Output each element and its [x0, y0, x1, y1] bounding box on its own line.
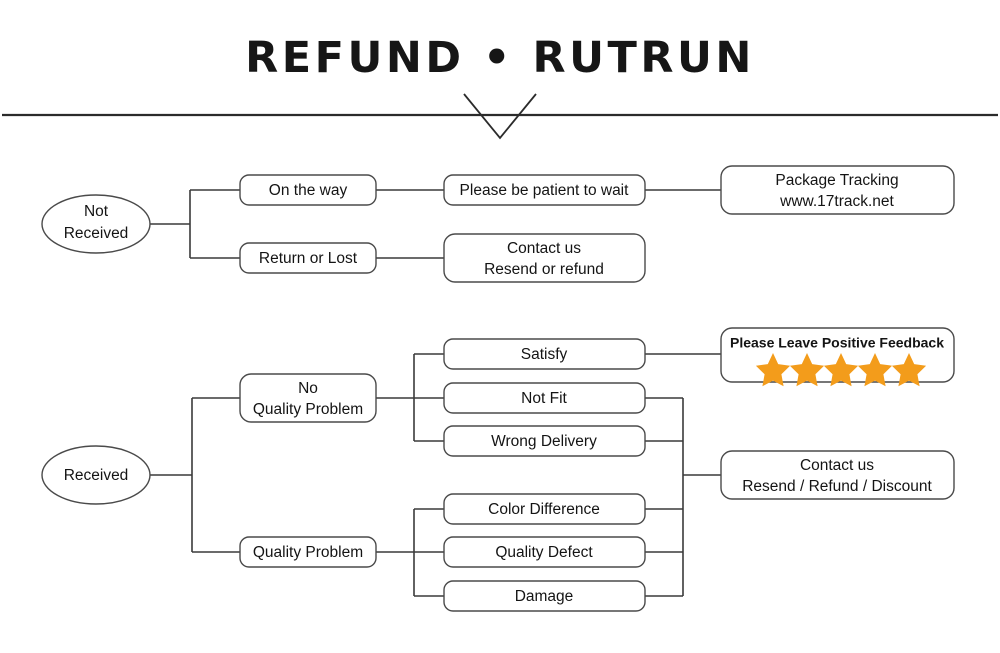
- node-contact-us-resend-refund-discount[interactable]: Contact us Resend / Refund / Discount: [720, 450, 955, 500]
- not-fit-box: [443, 382, 646, 414]
- positive-feedback-label: Please Leave Positive Feedback: [730, 335, 944, 351]
- damage-label: Damage: [515, 588, 574, 605]
- no-quality-problem-label-line2: Quality Problem: [253, 401, 363, 418]
- node-damage[interactable]: Damage: [443, 580, 646, 612]
- on-the-way-box: [239, 174, 377, 206]
- star-icon[interactable]: [755, 353, 791, 387]
- node-contact-us-resend-refund[interactable]: Contact us Resend or refund: [443, 233, 646, 283]
- star-icon[interactable]: [789, 353, 825, 387]
- not-fit-label: Not Fit: [521, 390, 567, 407]
- node-package-tracking[interactable]: Package Tracking www.17track.net: [720, 165, 955, 215]
- contact-us-label-line2: Resend or refund: [484, 261, 604, 278]
- node-not-received[interactable]: Not Received: [41, 194, 151, 254]
- node-please-be-patient[interactable]: Please be patient to wait: [443, 174, 646, 206]
- package-tracking-box: [720, 165, 955, 215]
- star-icon-4[interactable]: [857, 353, 893, 387]
- satisfy-label: Satisfy: [521, 346, 568, 363]
- color-difference-label: Color Difference: [488, 501, 600, 518]
- chevron-down-icon: [463, 93, 537, 140]
- not-received-label-line2: Received: [64, 225, 129, 242]
- node-not-fit[interactable]: Not Fit: [443, 382, 646, 414]
- color-difference-box: [443, 493, 646, 525]
- received-label: Received: [64, 467, 129, 484]
- quality-defect-box: [443, 536, 646, 568]
- not-received-label-line1: Not: [84, 203, 109, 220]
- received-ellipse: [41, 445, 151, 505]
- contact-us-discount-label-line2: Resend / Refund / Discount: [742, 478, 932, 495]
- quality-defect-label: Quality Defect: [495, 544, 593, 561]
- package-tracking-label-line1: Package Tracking: [775, 172, 898, 189]
- connectors-issues-to-contact: [645, 397, 721, 597]
- star-icon-3[interactable]: [823, 353, 859, 387]
- no-quality-problem-label-line1: No: [298, 380, 318, 397]
- star-icon-1[interactable]: [755, 353, 791, 387]
- wrong-delivery-label: Wrong Delivery: [491, 433, 597, 450]
- star-icon-2[interactable]: [789, 353, 825, 387]
- quality-problem-label: Quality Problem: [253, 544, 363, 561]
- contact-us-label-line1: Contact us: [507, 240, 581, 257]
- quality-problem-box: [239, 536, 377, 568]
- node-received[interactable]: Received: [41, 445, 151, 505]
- on-the-way-label: On the way: [269, 182, 348, 199]
- node-quality-defect[interactable]: Quality Defect: [443, 536, 646, 568]
- please-be-patient-box: [443, 174, 646, 206]
- satisfy-box: [443, 338, 646, 370]
- damage-box: [443, 580, 646, 612]
- node-wrong-delivery[interactable]: Wrong Delivery: [443, 425, 646, 457]
- contact-us-discount-box: [720, 450, 955, 500]
- no-quality-problem-box: [239, 373, 377, 423]
- star-icon-5[interactable]: [891, 353, 927, 387]
- connectors-received-root: [150, 397, 240, 553]
- node-color-difference[interactable]: Color Difference: [443, 493, 646, 525]
- connectors-quality-problem: [376, 508, 444, 597]
- node-satisfy[interactable]: Satisfy: [443, 338, 646, 370]
- connectors-not-received: [150, 189, 721, 259]
- node-on-the-way[interactable]: On the way: [239, 174, 377, 206]
- node-positive-feedback[interactable]: Please Leave Positive Feedback: [720, 327, 955, 387]
- return-or-lost-label: Return or Lost: [259, 250, 358, 267]
- not-received-ellipse: [41, 194, 151, 254]
- contact-us-resend-refund-box: [443, 233, 646, 283]
- node-no-quality-problem[interactable]: No Quality Problem: [239, 373, 377, 423]
- star-rating[interactable]: [755, 353, 927, 387]
- wrong-delivery-box: [443, 425, 646, 457]
- package-tracking-url[interactable]: www.17track.net: [779, 193, 894, 210]
- star-icon[interactable]: [891, 353, 927, 387]
- page-title: REFUND • RUTRUN: [245, 33, 755, 83]
- star-icon[interactable]: [857, 353, 893, 387]
- contact-us-discount-label-line1: Contact us: [800, 457, 874, 474]
- star-icon[interactable]: [823, 353, 859, 387]
- node-quality-problem[interactable]: Quality Problem: [239, 536, 377, 568]
- please-be-patient-label: Please be patient to wait: [460, 182, 630, 199]
- connectors-no-quality-problem: [376, 353, 444, 442]
- return-or-lost-box: [239, 242, 377, 274]
- node-return-or-lost[interactable]: Return or Lost: [239, 242, 377, 274]
